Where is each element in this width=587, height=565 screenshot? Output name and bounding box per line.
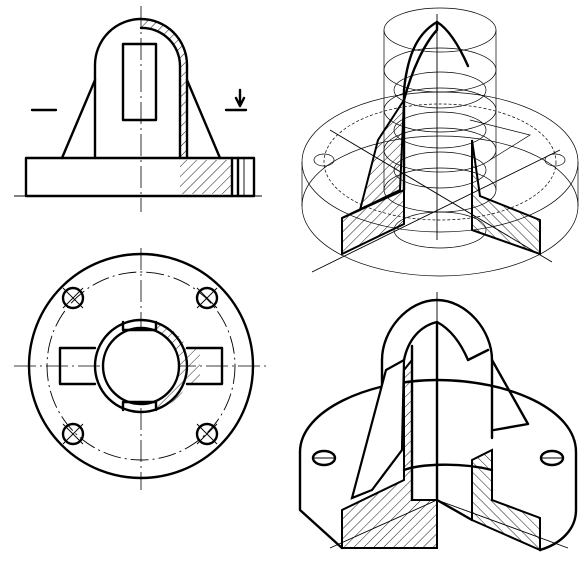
solid-hole-r [539, 449, 565, 467]
wire-flange-bottom [301, 135, 579, 277]
wire-hole-l [313, 153, 335, 167]
front-slot [121, 42, 158, 122]
solid-hole-l [311, 449, 337, 467]
solid-dome-cut [435, 320, 490, 362]
upright-inner-wall [139, 26, 182, 160]
wire-section-left-base [341, 188, 405, 256]
wire-hole-r [544, 153, 566, 167]
wire-section-right [471, 139, 541, 256]
solid-section-left [341, 357, 438, 549]
base-section-hatch [180, 160, 232, 194]
bolt-hole-tl [61, 286, 85, 310]
bolt-circle [46, 271, 236, 461]
section-arrow-head [234, 96, 246, 108]
bolt-hole-bl [61, 422, 85, 446]
top-view [14, 248, 266, 490]
rib-left [60, 78, 97, 160]
flange-circle [27, 252, 255, 480]
wire-dome-cut [402, 20, 470, 102]
wire-axis-1 [311, 149, 561, 273]
wire-rib-ghost [469, 119, 531, 161]
hub-bore [101, 326, 181, 406]
solid-section-join [435, 498, 474, 522]
front-view [14, 6, 262, 212]
slot-notch-top [121, 320, 158, 332]
base-plate-outline [24, 156, 256, 198]
wire-dome-inner [402, 20, 439, 102]
wireframe-view [301, 7, 579, 277]
wire-bore-1 [393, 71, 487, 109]
solid-section-right [471, 448, 541, 552]
bolt-hole-tr [195, 286, 219, 310]
rib-left-top [58, 346, 97, 386]
bolt-hole-br [195, 422, 219, 446]
rib-right [185, 78, 222, 160]
wire-cyl-2 [383, 87, 497, 133]
solid-flange-top-right [298, 378, 578, 552]
slot-notch-bottom [121, 400, 158, 412]
upright-wall-hatch [141, 19, 187, 158]
wire-cyl-1 [383, 47, 497, 93]
solid-rib-left [350, 358, 406, 500]
upright-outline [93, 17, 189, 160]
solid-flange-left [298, 450, 344, 550]
solid-upright [380, 298, 494, 472]
wire-cyl-top [383, 7, 497, 53]
hub-bore-fill [103, 328, 179, 404]
wire-bolt-circle [323, 103, 557, 221]
solid-rib-right [490, 358, 530, 432]
rib-right-top [185, 346, 224, 386]
solid-view [298, 292, 578, 552]
